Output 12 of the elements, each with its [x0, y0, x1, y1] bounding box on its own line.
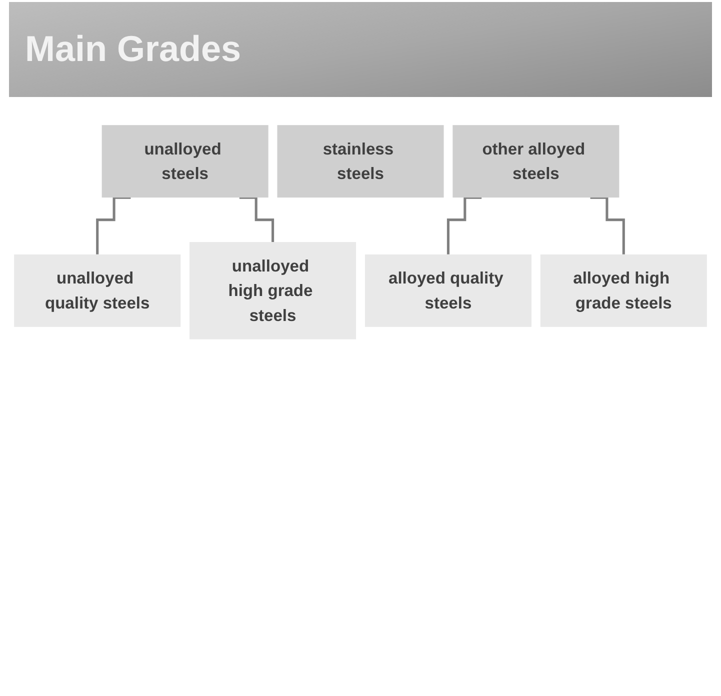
node-box: alloyed high grade steels [540, 254, 707, 327]
node-box: unalloyed steels [102, 125, 268, 198]
node-box: other alloyed steels [452, 125, 620, 198]
connector [96, 196, 131, 256]
connector [590, 196, 625, 256]
node-box: stainless steels [277, 125, 444, 198]
node-box: unalloyed quality steels [14, 254, 181, 327]
node-box: alloyed quality steels [364, 254, 532, 327]
connector [446, 196, 482, 256]
node-box: unalloyed high grade steels [190, 242, 356, 340]
connector [239, 196, 274, 244]
title-banner: Main Grades [9, 2, 712, 97]
